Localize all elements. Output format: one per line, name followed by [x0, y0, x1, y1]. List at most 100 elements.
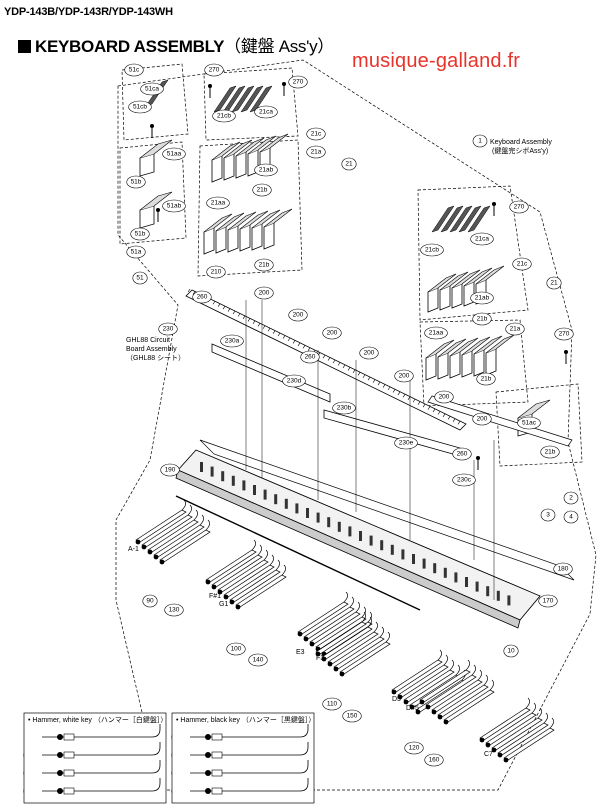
- callout-51b: 51b: [130, 227, 150, 241]
- note-label: A-1: [128, 546, 139, 553]
- hammer-weight: [491, 747, 497, 753]
- rail-tooth: [247, 318, 251, 322]
- screw-head: [564, 350, 568, 354]
- callout-oval: [359, 346, 379, 360]
- hammer-hook: [257, 544, 262, 556]
- key-top: [451, 269, 481, 289]
- callout-21cb: 21cb: [420, 243, 444, 257]
- key-top: [211, 141, 241, 161]
- callout-oval: [472, 312, 492, 326]
- callout-label: 21b: [481, 376, 492, 383]
- frame-slot: [274, 494, 278, 505]
- callout-label: 2: [569, 495, 573, 502]
- rail-tooth: [287, 337, 291, 342]
- keys-21ab-right: [427, 265, 505, 313]
- frame-slot: [454, 572, 458, 583]
- hammer-hook: [543, 712, 548, 724]
- keys-21aa-right: [425, 334, 515, 381]
- callout-oval: [206, 265, 226, 279]
- key-block: [473, 349, 485, 377]
- callout-270: 270: [554, 327, 574, 341]
- callout-label: 21b: [257, 187, 268, 194]
- callout-21: 21: [341, 157, 357, 171]
- hammer-weight: [333, 666, 339, 672]
- hammer-hook: [187, 504, 192, 516]
- black-key: [440, 205, 464, 233]
- callout-label: 200: [399, 373, 410, 380]
- key-51aa: [139, 139, 173, 177]
- callout-label: 21ab: [475, 295, 490, 302]
- callout-oval: [540, 445, 560, 459]
- hammer-hook: [299, 742, 309, 756]
- hammer-weight: [141, 544, 147, 550]
- callout-oval: [128, 100, 152, 114]
- callout-label: 21b: [477, 316, 488, 323]
- hammer-hook: [205, 519, 210, 531]
- legend-box: [171, 712, 315, 804]
- screw-head: [208, 84, 212, 88]
- key-top: [427, 273, 457, 293]
- hammer-hook: [361, 606, 366, 618]
- callout-90: 90: [142, 594, 158, 608]
- rail-tooth: [457, 421, 461, 425]
- frame-slot: [390, 544, 394, 555]
- callout-oval: [130, 227, 150, 241]
- hammer-hook: [299, 778, 309, 792]
- rail-tooth: [387, 386, 391, 391]
- keyboard-assembly-label: Keyboard Assembly: [490, 139, 552, 146]
- callout-label: 21ab: [259, 167, 274, 174]
- callout-oval: [546, 276, 562, 290]
- hammer-hook: [199, 514, 204, 526]
- rail-tooth: [347, 367, 351, 371]
- rail-tooth: [262, 325, 266, 329]
- callout-190: 190: [160, 463, 180, 477]
- key-top: [215, 212, 245, 232]
- callout-label: 21c: [311, 131, 322, 138]
- hammer-body: [211, 733, 223, 741]
- rail-tooth: [352, 369, 356, 374]
- frame-slot: [401, 549, 405, 560]
- callout-label: 21cb: [425, 247, 439, 254]
- key-block: [425, 353, 437, 381]
- callout-label: 51ac: [522, 420, 537, 427]
- rail-tooth: [277, 332, 281, 337]
- legend-hammer-white: • Hammer, white key （ハンマー［白鍵盤］）: [23, 712, 167, 804]
- rail-tooth: [267, 328, 271, 332]
- callout-label: 21aa: [429, 330, 444, 337]
- callout-21ab: 21ab: [254, 163, 278, 177]
- hammer-hook: [281, 564, 286, 576]
- rail-tooth: [372, 379, 376, 383]
- hammer-weight: [135, 539, 141, 545]
- callout-label: 51b: [135, 231, 146, 238]
- frame-slot: [359, 531, 362, 541]
- hammer-weight: [479, 737, 485, 743]
- hammer-hook: [449, 659, 454, 671]
- callout-51a: 51a: [126, 245, 146, 259]
- rail-tooth: [392, 389, 396, 393]
- callout-200: 200: [394, 369, 414, 383]
- key-block: [263, 222, 275, 250]
- callout-label: 3: [546, 512, 550, 519]
- callout-oval: [142, 594, 158, 608]
- callout-label: 230e: [399, 440, 414, 447]
- callout-150: 150: [342, 709, 362, 723]
- callout-oval: [563, 510, 579, 524]
- hammer-weight: [327, 661, 333, 667]
- hammer-hook: [385, 631, 390, 643]
- callout-21b: 21b: [476, 372, 496, 386]
- black-key: [431, 205, 455, 233]
- callout-230c: 230c: [452, 473, 476, 487]
- callout-200: 200: [472, 412, 492, 426]
- rail-tooth: [332, 359, 336, 364]
- callout-260: 260: [300, 350, 320, 364]
- callout-21ab: 21ab: [470, 291, 494, 305]
- rail-tooth: [327, 357, 331, 361]
- frame-slot: [210, 466, 214, 477]
- hammer-weight: [303, 636, 309, 642]
- key-top: [223, 139, 253, 159]
- hammer-hook: [151, 760, 161, 774]
- title-text: KEYBOARD ASSEMBLY: [35, 37, 225, 56]
- hammer-weight: [235, 604, 241, 610]
- hammer-hook: [437, 649, 442, 661]
- rail-tooth: [437, 411, 441, 415]
